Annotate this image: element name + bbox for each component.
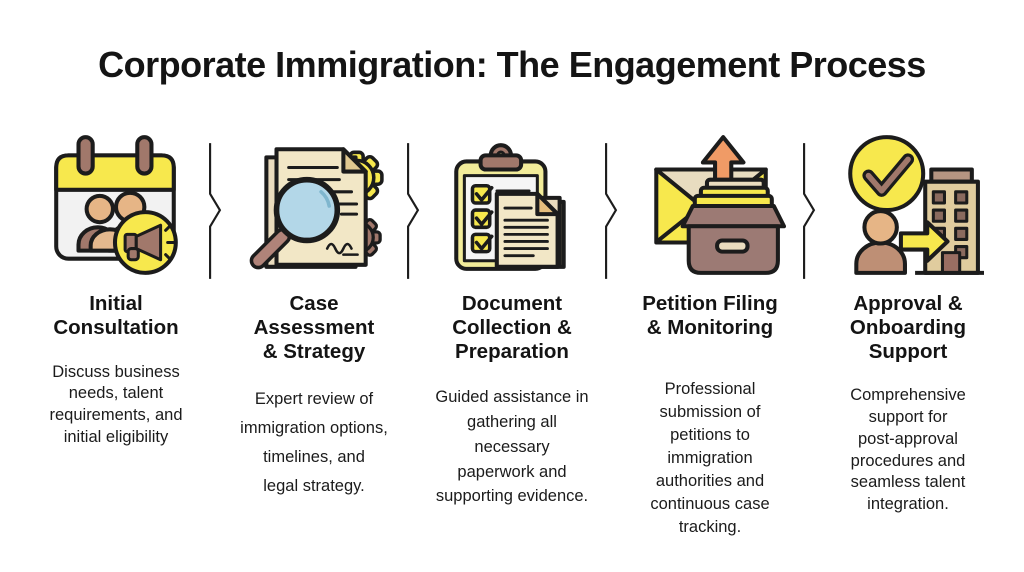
- step-heading: Initial Consultation: [53, 292, 179, 339]
- approval-check-person-building-icon: [832, 126, 984, 284]
- checklist-clipboard-papers-icon: [436, 126, 588, 284]
- step-heading: Case Assessment & Strategy: [253, 292, 375, 363]
- page-title: Corporate Immigration: The Engagement Pr…: [98, 44, 926, 85]
- chevron-separator: [404, 126, 422, 296]
- step-case-assessment: Case Assessment & Strategy Expert review…: [224, 126, 404, 501]
- chevron-separator: [206, 126, 224, 296]
- step-petition-filing: Petition Filing & Monitoring Professiona…: [620, 126, 800, 539]
- process-row: Initial Consultation Discuss business ne…: [0, 126, 1024, 539]
- chevron-separator: [602, 126, 620, 296]
- step-description: Expert review of immigration options, ti…: [240, 390, 388, 496]
- step-description: Comprehensive support for post-approval …: [850, 386, 966, 514]
- step-description: Discuss business needs, talent requireme…: [49, 362, 183, 446]
- step-document-collection: Document Collection & Preparation Guided…: [422, 126, 602, 509]
- step-description: Guided assistance in gathering all neces…: [435, 388, 589, 506]
- step-heading: Document Collection & Preparation: [452, 292, 572, 363]
- step-heading: Approval & Onboarding Support: [849, 292, 967, 363]
- envelope-upload-filebox-icon: [634, 126, 786, 284]
- chevron-separator: [800, 126, 818, 296]
- step-initial-consultation: Initial Consultation Discuss business ne…: [26, 126, 206, 449]
- step-description: Professional submission of petitions to …: [650, 379, 770, 537]
- document-magnifier-gears-icon: [238, 126, 390, 284]
- step-approval-onboarding: Approval & Onboarding Support Comprehens…: [818, 126, 998, 516]
- step-heading: Petition Filing & Monitoring: [642, 292, 778, 339]
- consultation-calendar-megaphone-icon: [40, 126, 192, 284]
